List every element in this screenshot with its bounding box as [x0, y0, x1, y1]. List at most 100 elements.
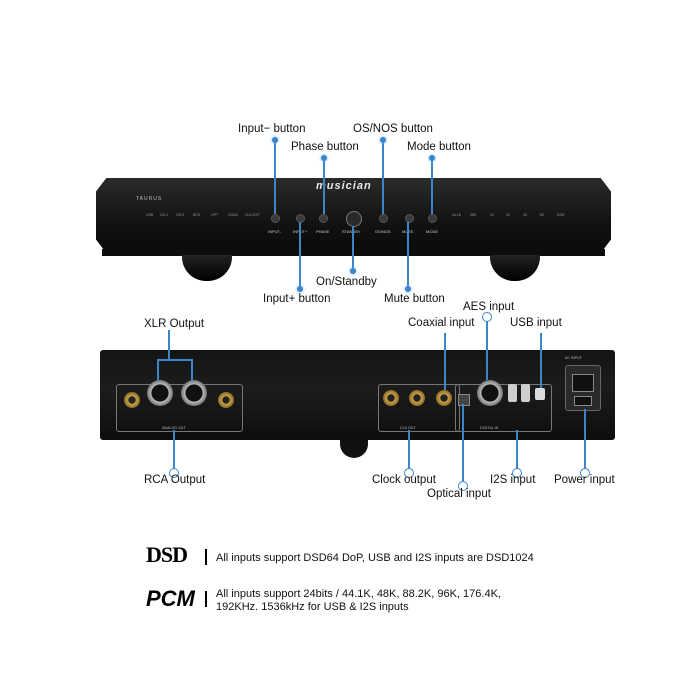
button-label: OS/NOS [375, 229, 391, 234]
led-label: DSD [557, 213, 565, 217]
led-label: OS-1 [160, 213, 169, 217]
callout-line [382, 139, 384, 214]
callout-ring [169, 468, 179, 478]
dsd-logo: DSD [146, 542, 188, 567]
rca-output-right [124, 392, 140, 408]
callout-line [173, 430, 175, 472]
clk-out-group [378, 384, 460, 432]
analog-out-group [116, 384, 243, 432]
rear-foot [340, 440, 368, 458]
brand-logo: musician [316, 180, 372, 192]
i2s-input-1 [508, 384, 517, 402]
input-plus-button[interactable] [296, 214, 305, 223]
digital-in-group [455, 384, 552, 432]
mode-button[interactable] [428, 214, 437, 223]
callout-dot [429, 155, 435, 161]
callout-line [584, 409, 586, 472]
pcm-logo: PCM [146, 586, 195, 611]
led-label: 1X [490, 213, 495, 217]
input-plus-callout: Input+ button [263, 293, 331, 305]
os-nos-button[interactable] [379, 214, 388, 223]
callout-line [299, 222, 301, 290]
callout-ring [580, 468, 590, 478]
button-label: STANDBY [342, 229, 361, 234]
clock-output-1 [383, 390, 399, 406]
front-right-foot [490, 255, 540, 281]
callout-line [540, 333, 542, 388]
led-label: OS-2 [176, 213, 185, 217]
callout-line [407, 222, 409, 290]
dsd-description: All inputs support DSD64 DoP, USB and I2… [216, 552, 534, 564]
phase-callout: Phase button [291, 141, 359, 153]
mute-callout: Mute button [384, 293, 445, 305]
i2s-input-2 [521, 384, 530, 402]
power-input-callout: Power input [554, 474, 615, 486]
led-label: 4X [523, 213, 528, 217]
callout-ring [458, 481, 468, 491]
model-name: TAURUS [136, 196, 163, 202]
power-input [565, 365, 601, 411]
callout-dot [350, 268, 356, 274]
callout-line [486, 315, 488, 380]
input-minus-button[interactable] [271, 214, 280, 223]
optical-input-callout: Optical input [427, 488, 491, 500]
callout-line [157, 359, 191, 361]
callout-line [352, 226, 354, 272]
callout-dot [297, 286, 303, 292]
ac-input-label: AC INPUT [565, 356, 582, 360]
xlr-output-left [181, 380, 207, 406]
callout-line [191, 359, 193, 381]
led-label: 8X [540, 213, 545, 217]
callout-line [408, 430, 410, 472]
callout-dot [405, 286, 411, 292]
standby-button[interactable] [346, 211, 362, 227]
aes-input [477, 380, 503, 406]
separator [205, 591, 207, 607]
pcm-description-line1: All inputs support 24bits / 44.1K, 48K, … [216, 588, 501, 600]
callout-line [274, 139, 276, 214]
separator [205, 549, 207, 565]
led-label: CLK-EXT [245, 213, 260, 217]
aes-input-callout: AES input [463, 301, 515, 313]
callout-ring [404, 468, 414, 478]
led-label: USB [146, 213, 154, 217]
callout-ring [512, 468, 522, 478]
digital-in-label: DIGITAL IN [478, 426, 501, 430]
rca-output-callout: RCA Output [144, 474, 206, 486]
mode-callout: Mode button [407, 141, 471, 153]
callout-line [168, 330, 170, 360]
optical-input [458, 394, 470, 406]
input-minus-callout: Input− button [238, 123, 306, 135]
phase-button[interactable] [319, 214, 328, 223]
pcm-description-line2: 192KHz. 1536kHz for USB & I2S inputs [216, 601, 409, 613]
rca-output-left [218, 392, 234, 408]
front-bottom-edge [102, 249, 605, 256]
clk-out-label: CLK OUT [398, 426, 418, 430]
led-label: COAX [228, 213, 238, 217]
clock-output-callout: Clock output [372, 474, 436, 486]
callout-line [431, 157, 433, 214]
callout-ring [482, 312, 492, 322]
led-label: 2X [506, 213, 511, 217]
front-left-foot [182, 255, 232, 281]
button-label: PHASE [316, 229, 330, 234]
led-label: 48K [470, 213, 477, 217]
callout-dot [321, 155, 327, 161]
coaxial-input [436, 390, 452, 406]
callout-dot [272, 137, 278, 143]
xlr-output-callout: XLR Output [144, 318, 205, 330]
usb-input-callout: USB input [510, 317, 562, 329]
callout-line [462, 404, 464, 484]
os-nos-callout: OS/NOS button [353, 123, 433, 135]
led-label: OPT [211, 213, 219, 217]
usb-input [535, 388, 545, 400]
led-label: BCK [193, 213, 201, 217]
callout-line [157, 359, 159, 381]
callout-line [516, 430, 518, 472]
button-label: MODE [426, 229, 438, 234]
i2s-input-callout: I2S input [490, 474, 536, 486]
coaxial-input-callout: Coaxial input [408, 317, 475, 329]
button-label: INPUT- [268, 229, 282, 234]
mute-button[interactable] [405, 214, 414, 223]
analog-out-label: ANALOG OUT [160, 426, 188, 430]
